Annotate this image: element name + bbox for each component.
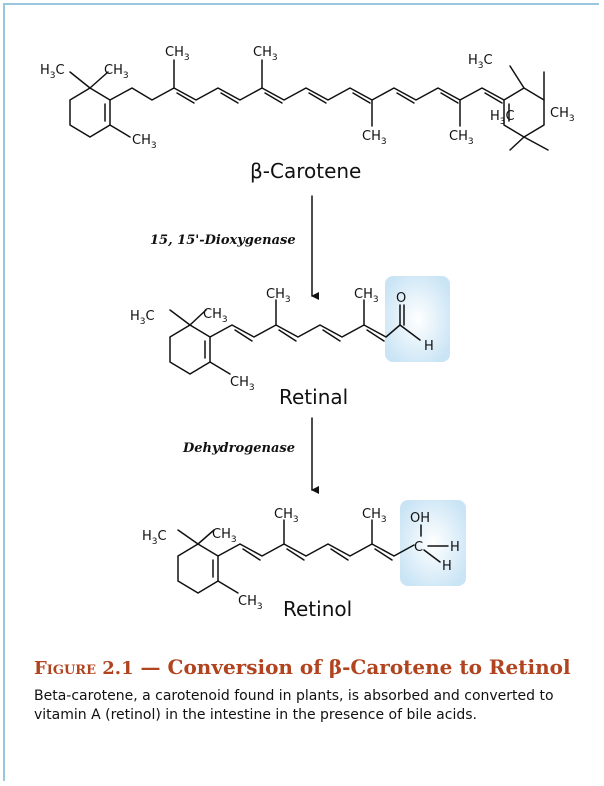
retinol-label: Retinol xyxy=(283,597,352,621)
svg-text:CH3: CH3 xyxy=(354,287,379,305)
figure-number: Figure 2.1 xyxy=(34,658,134,679)
caption-title-text: Conversion of β-Carotene to Retinol xyxy=(167,655,571,679)
beta-carotene-label: β-Carotene xyxy=(250,159,361,183)
beta-carotene-structure xyxy=(69,59,549,151)
alcohol-highlight xyxy=(400,500,466,586)
caption-separator: — xyxy=(133,655,168,679)
svg-text:CH3: CH3 xyxy=(132,133,157,151)
svg-text:CH3: CH3 xyxy=(238,594,263,612)
svg-text:H: H xyxy=(442,559,452,574)
aldehyde-highlight xyxy=(385,276,450,362)
svg-text:CH3: CH3 xyxy=(449,129,474,147)
svg-text:C: C xyxy=(414,540,423,555)
svg-text:H: H xyxy=(450,540,460,555)
svg-text:H3C: H3C xyxy=(40,63,65,81)
svg-text:CH3: CH3 xyxy=(550,106,575,124)
svg-text:CH3: CH3 xyxy=(253,45,278,63)
figure-caption-text: Beta-carotene, a carotenoid found in pla… xyxy=(34,688,554,723)
svg-text:CH3: CH3 xyxy=(212,527,237,545)
retinal-label: Retinal xyxy=(279,385,348,409)
svg-text:CH3: CH3 xyxy=(274,507,299,525)
svg-text:CH3: CH3 xyxy=(362,129,387,147)
svg-text:OH: OH xyxy=(410,511,430,526)
svg-text:CH3: CH3 xyxy=(230,375,255,393)
svg-text:CH3: CH3 xyxy=(362,507,387,525)
svg-text:H3C: H3C xyxy=(468,53,493,71)
retinol-structure xyxy=(177,519,449,594)
retinal-structure xyxy=(169,299,421,375)
svg-text:CH3: CH3 xyxy=(203,307,228,325)
svg-text:O: O xyxy=(396,291,406,306)
enzyme-dehydrogenase-label: Dehydrogenase xyxy=(182,441,295,456)
svg-text:H3C: H3C xyxy=(130,309,155,327)
figure-frame xyxy=(3,3,599,781)
svg-text:CH3: CH3 xyxy=(165,45,190,63)
reaction-diagram: H3C CH3 CH3 CH3 CH3 CH3 CH3 H3C H3C CH3 … xyxy=(40,45,575,621)
enzyme-dioxygenase-label: 15, 15'-Dioxygenase xyxy=(150,233,296,248)
svg-text:CH3: CH3 xyxy=(104,63,129,81)
svg-text:H3C: H3C xyxy=(142,529,167,547)
figure-caption-title: Figure 2.1 — Conversion of β-Carotene to… xyxy=(34,655,594,679)
svg-text:CH3: CH3 xyxy=(266,287,291,305)
svg-text:H3C: H3C xyxy=(490,109,515,127)
svg-text:H: H xyxy=(424,339,434,354)
